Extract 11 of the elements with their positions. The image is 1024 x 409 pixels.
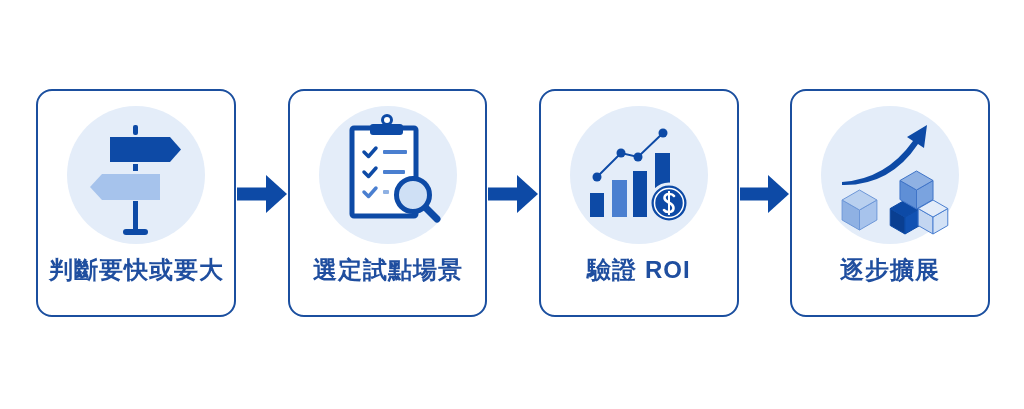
step-box (790, 89, 990, 317)
arrow (488, 175, 538, 213)
step-label: 逐步擴展 (840, 255, 940, 285)
step-box (36, 89, 236, 317)
step-box (288, 89, 487, 317)
step-box (539, 89, 739, 317)
arrow (237, 175, 287, 213)
step-label: 選定試點場景 (312, 255, 463, 285)
arrow (740, 175, 789, 213)
step-label: 判斷要快或要大 (48, 255, 224, 285)
step-label: 驗證 ROI (587, 255, 691, 285)
